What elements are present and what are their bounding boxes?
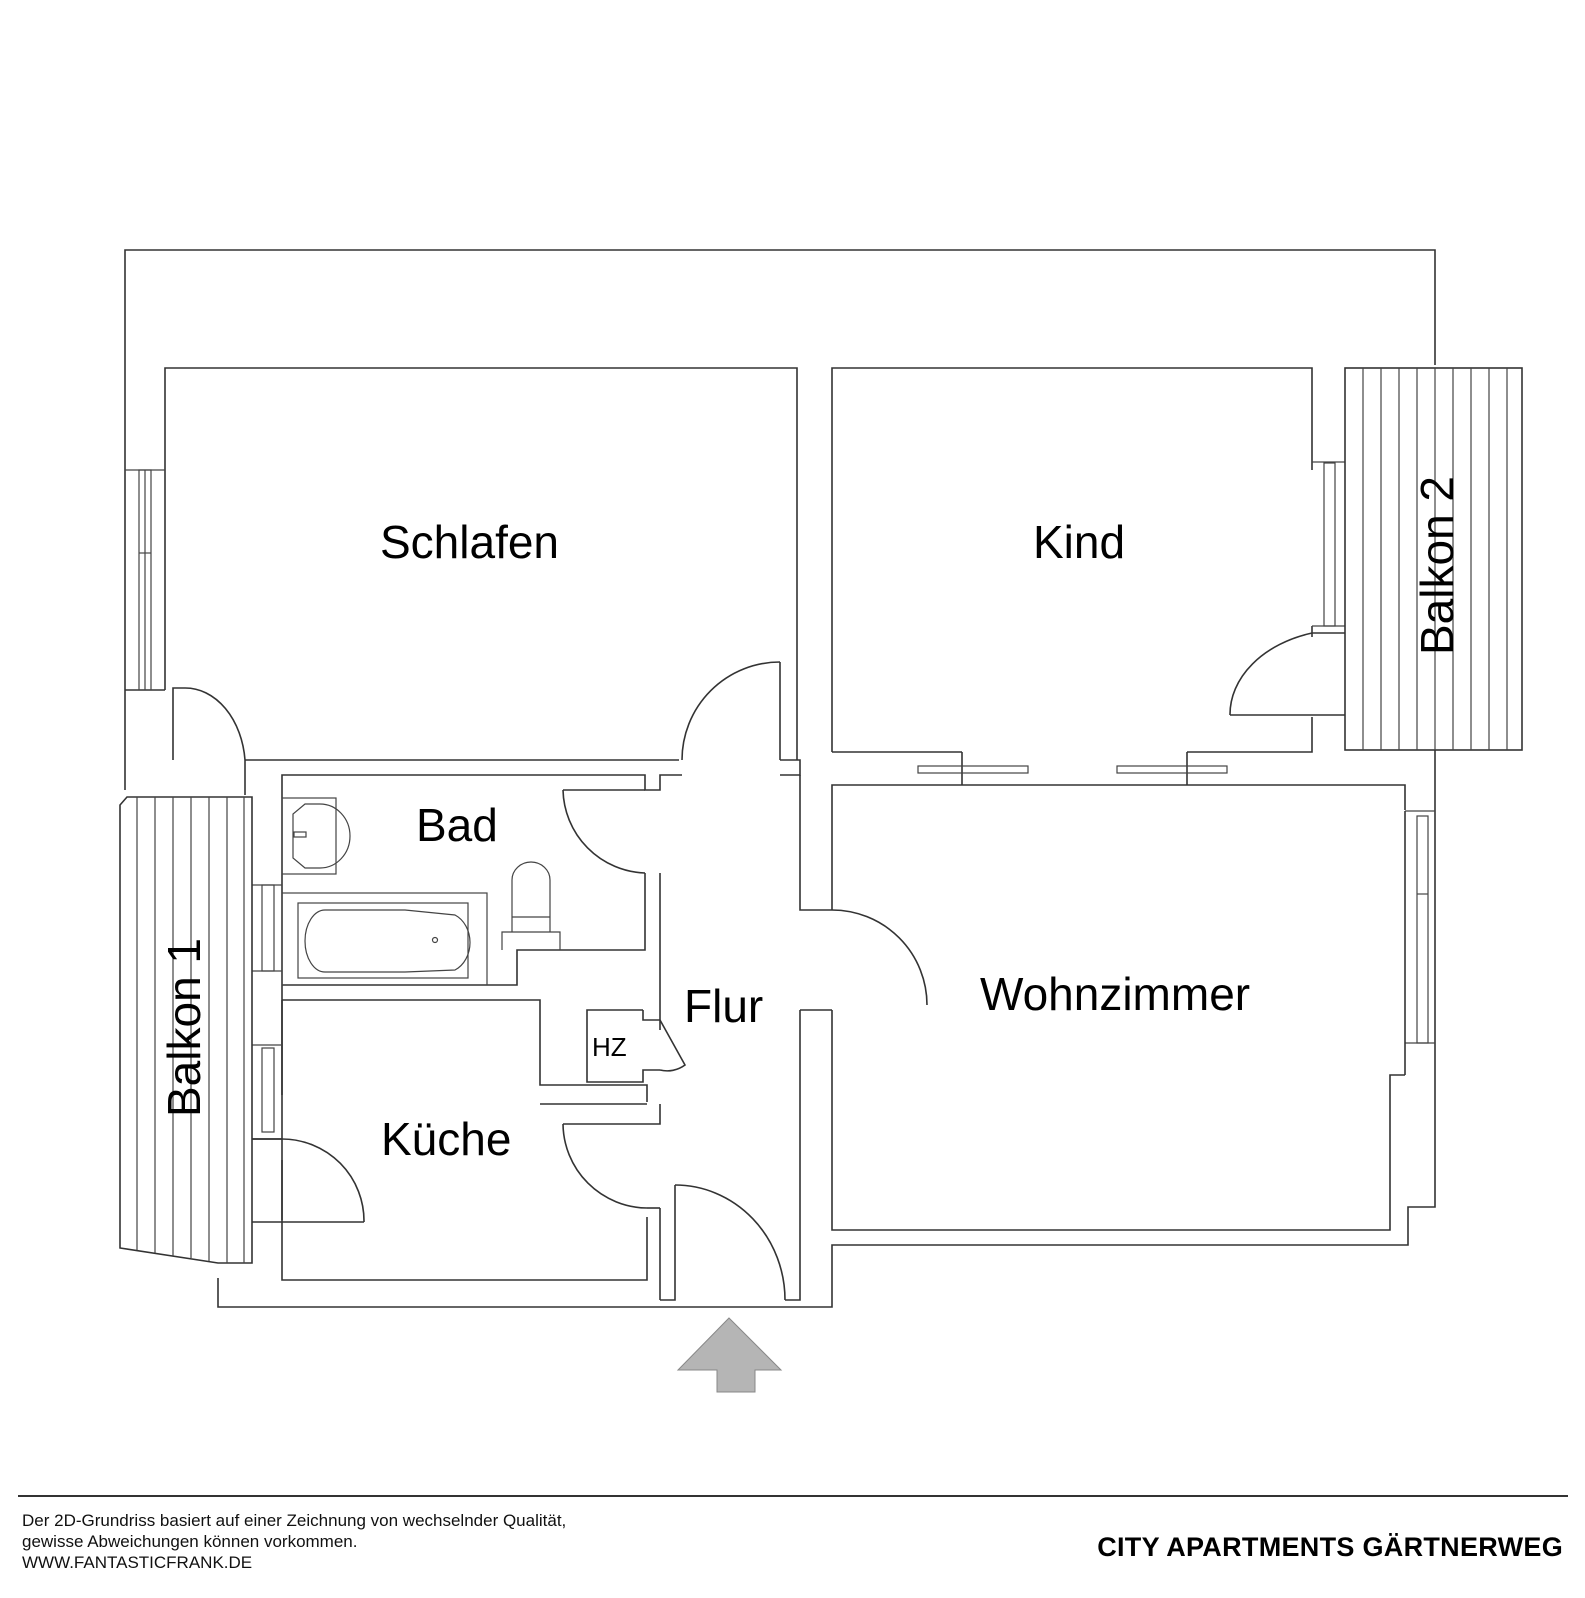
disclaimer: Der 2D-Grundriss basiert auf einer Zeich… — [22, 1510, 566, 1573]
room-label-balkon2: Balkon 2 — [1411, 476, 1463, 655]
sliding-doors — [917, 765, 1228, 774]
balkon-2: Balkon 2 — [1344, 367, 1523, 751]
window-schlafen — [125, 469, 165, 691]
outer-walls — [124, 249, 1436, 1308]
door-kind-balkon2 — [1229, 632, 1345, 716]
window-bad — [252, 884, 282, 972]
footer-divider — [18, 1495, 1568, 1497]
room-label-wohnzimmer: Wohnzimmer — [980, 968, 1250, 1020]
bathtub-icon — [281, 892, 488, 986]
door-flur-schlafen — [681, 661, 801, 776]
website-link[interactable]: WWW.FANTASTICFRANK.DE — [22, 1553, 253, 1572]
washbasin-icon — [281, 797, 351, 875]
room-label-kind: Kind — [1033, 516, 1125, 568]
room-label-bad: Bad — [416, 799, 498, 851]
disclaimer-line: gewisse Abweichungen können vorkommen. — [22, 1532, 358, 1551]
walls-bad — [245, 759, 682, 1095]
walls-kind — [831, 367, 1313, 785]
window-wohnzimmer — [1404, 810, 1435, 1075]
room-label-flur: Flur — [684, 980, 763, 1032]
window-kueche — [252, 1044, 282, 1140]
room-label-schlafen: Schlafen — [380, 516, 559, 568]
door-kueche-balkon1 — [252, 1138, 365, 1223]
entrance-arrow-icon — [676, 1317, 783, 1393]
project-title: CITY APARTMENTS GÄRTNERWEG — [1097, 1532, 1563, 1562]
disclaimer-line: Der 2D-Grundriss basiert auf einer Zeich… — [22, 1511, 567, 1530]
room-label-balkon1: Balkon 1 — [158, 938, 210, 1117]
door-schlafen-balkon1 — [172, 687, 246, 795]
walls-kueche — [281, 999, 661, 1300]
balkon-1: Balkon 1 — [119, 796, 253, 1264]
heating-label: HZ — [592, 1032, 627, 1062]
room-label-kueche: Küche — [381, 1113, 511, 1165]
heating-closet: HZ — [586, 1009, 687, 1083]
window-kind — [1312, 461, 1345, 627]
walls-flur-wohnzimmer — [799, 775, 1406, 1231]
entrance-door — [660, 1010, 801, 1301]
toilet-icon — [501, 861, 561, 950]
